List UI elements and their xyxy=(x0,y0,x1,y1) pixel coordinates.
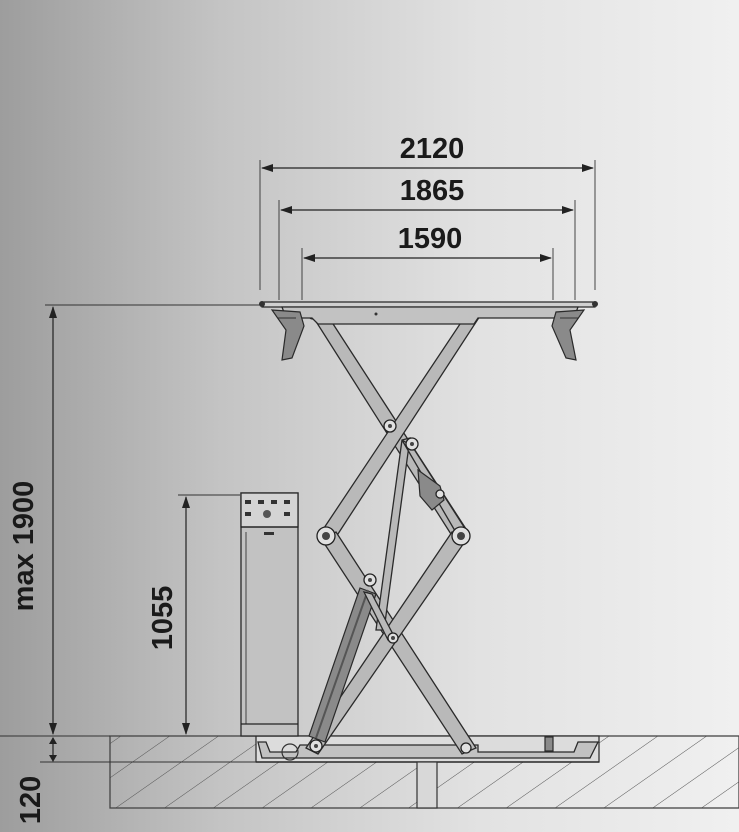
control-column xyxy=(240,492,299,737)
dimension-labels: 2120 1865 1590 max 1900 1055 120 xyxy=(8,133,464,824)
dim-pit-depth: 120 xyxy=(15,776,47,824)
dim-max-height: max 1900 xyxy=(8,481,40,612)
dimension-lines xyxy=(40,160,596,763)
dim-column-height: 1055 xyxy=(147,586,179,651)
dim-inner-width: 1590 xyxy=(398,223,463,255)
platform xyxy=(259,301,598,361)
scissor-arms xyxy=(305,309,482,755)
base-frame xyxy=(257,736,600,761)
dim-overall-width: 2120 xyxy=(400,133,465,165)
dim-outer-width: 1865 xyxy=(400,175,465,207)
